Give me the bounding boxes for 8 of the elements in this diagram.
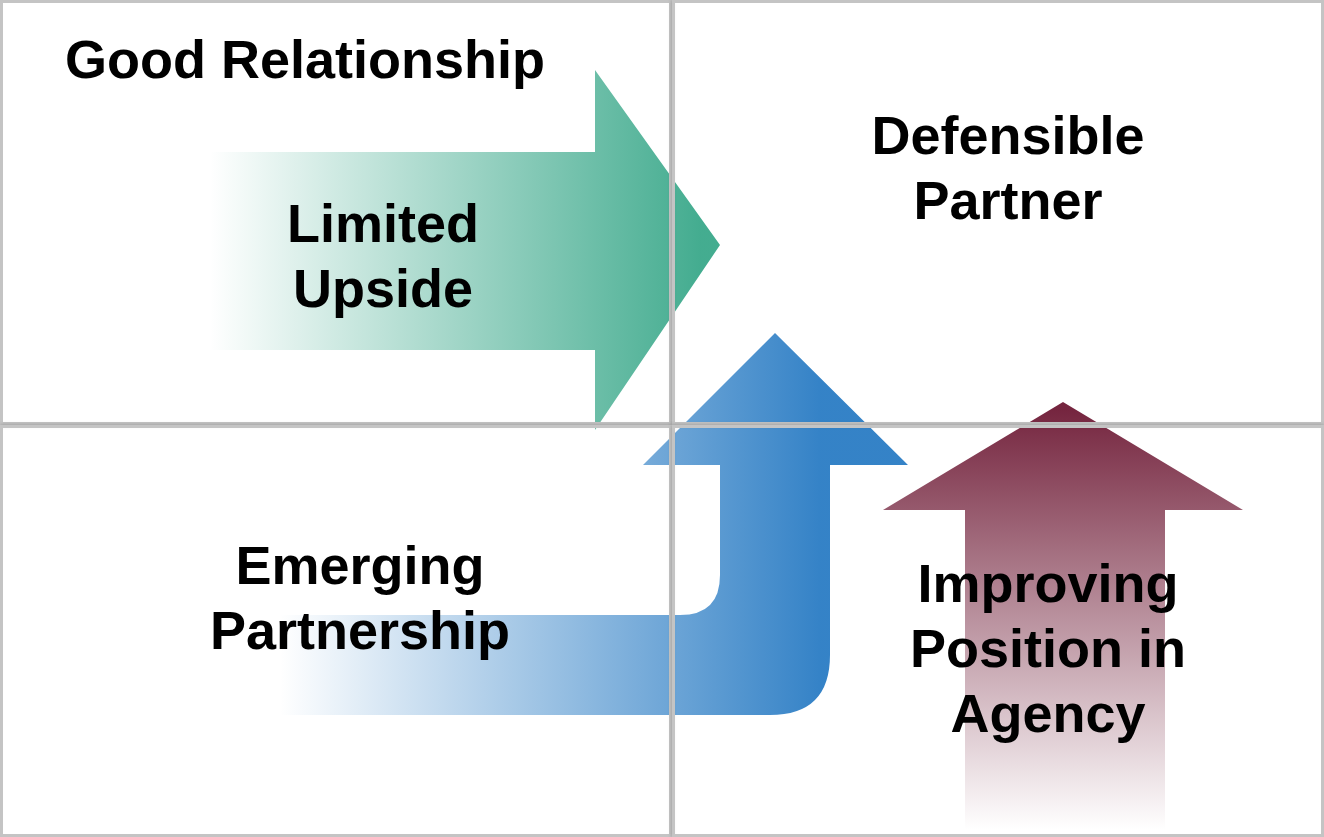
quadrant <box>0 425 672 837</box>
quadrant-heading: Good Relationship <box>65 28 545 90</box>
quadrant <box>672 0 1324 425</box>
quadrant-label: Emerging Partnership <box>208 534 512 662</box>
quadrant <box>0 0 672 425</box>
quadrant-label: Limited Upside <box>286 192 480 320</box>
quadrant <box>672 425 1324 837</box>
quadrant-label: Defensible Partner <box>870 104 1146 232</box>
